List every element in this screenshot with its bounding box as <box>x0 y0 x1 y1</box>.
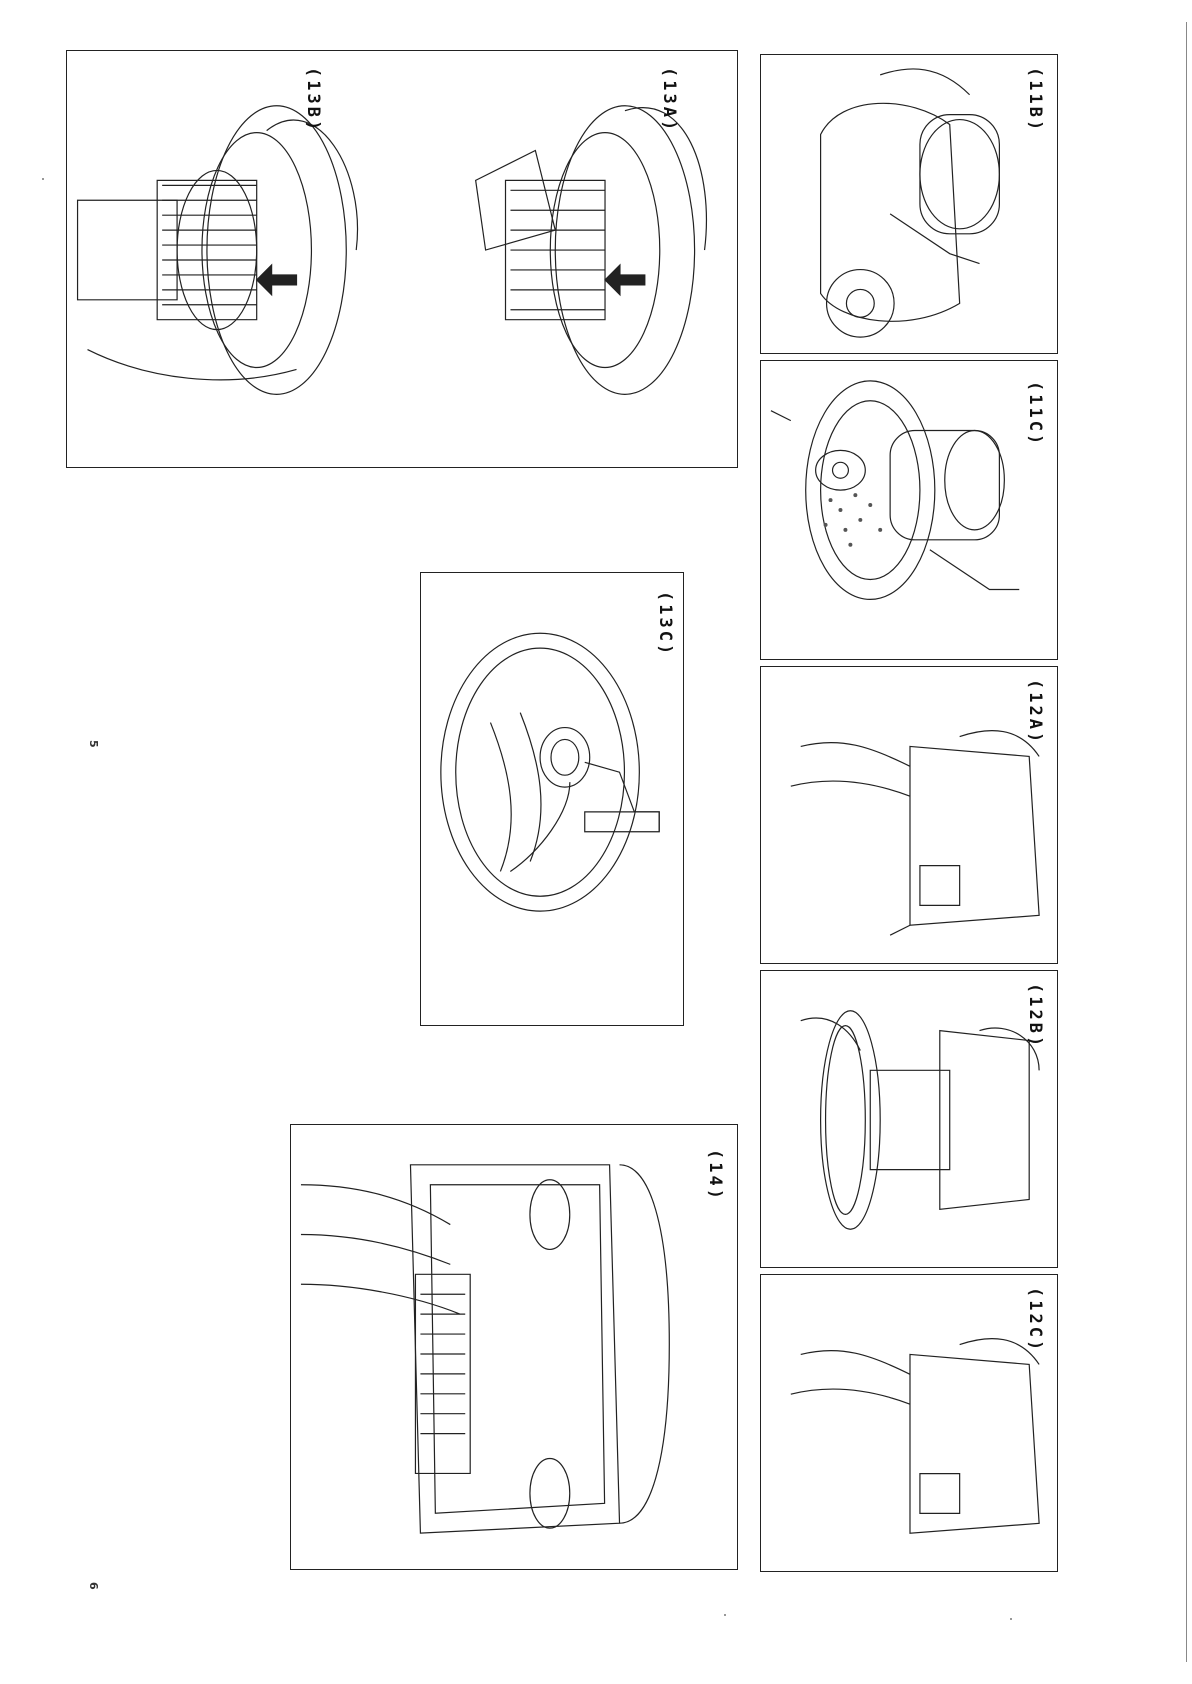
container-drawing-12b <box>761 971 1057 1267</box>
figure-panel-12c: (12C) <box>760 1274 1058 1572</box>
container-drawing-12c <box>761 1275 1057 1571</box>
figure-label-13c: (13C) <box>655 591 675 657</box>
exhaust-filter-drawing-14 <box>291 1125 737 1569</box>
emptying-drawing-11c <box>761 361 1057 659</box>
container-drawing-12a <box>761 667 1057 963</box>
scan-speck <box>724 1614 726 1616</box>
figure-panel-13c: (13C) <box>420 572 684 1026</box>
figure-label-11c: (11C) <box>1025 381 1045 447</box>
figure-panel-14: (14) <box>290 1124 738 1570</box>
figure-label-13b: (13B) <box>303 67 323 133</box>
figure-panel-13ab: (13B) (13A) <box>66 50 738 468</box>
page-edge-rule <box>1186 22 1187 1662</box>
figure-panel-12b: (12B) <box>760 970 1058 1268</box>
figure-label-12a: (12A) <box>1025 679 1045 745</box>
figure-label-12b: (12B) <box>1025 983 1045 1049</box>
figure-label-13a: (13A) <box>659 67 679 133</box>
figure-label-14: (14) <box>705 1149 725 1202</box>
rinsing-drawing-13c <box>421 573 683 1025</box>
figure-label-12c: (12C) <box>1025 1287 1045 1353</box>
figure-panel-12a: (12A) <box>760 666 1058 964</box>
figure-label-11b: (11B) <box>1025 67 1045 133</box>
figure-panel-11c: (11C) <box>760 360 1058 660</box>
figure-panel-11b: (11B) <box>760 54 1058 354</box>
scan-speck <box>42 178 44 180</box>
vacuum-drawing-11b <box>761 55 1057 353</box>
filter-drawing-13ab <box>67 51 737 467</box>
scan-speck <box>1010 1618 1012 1620</box>
page-number: 6 <box>87 1582 100 1590</box>
page-number: 5 <box>87 740 100 748</box>
